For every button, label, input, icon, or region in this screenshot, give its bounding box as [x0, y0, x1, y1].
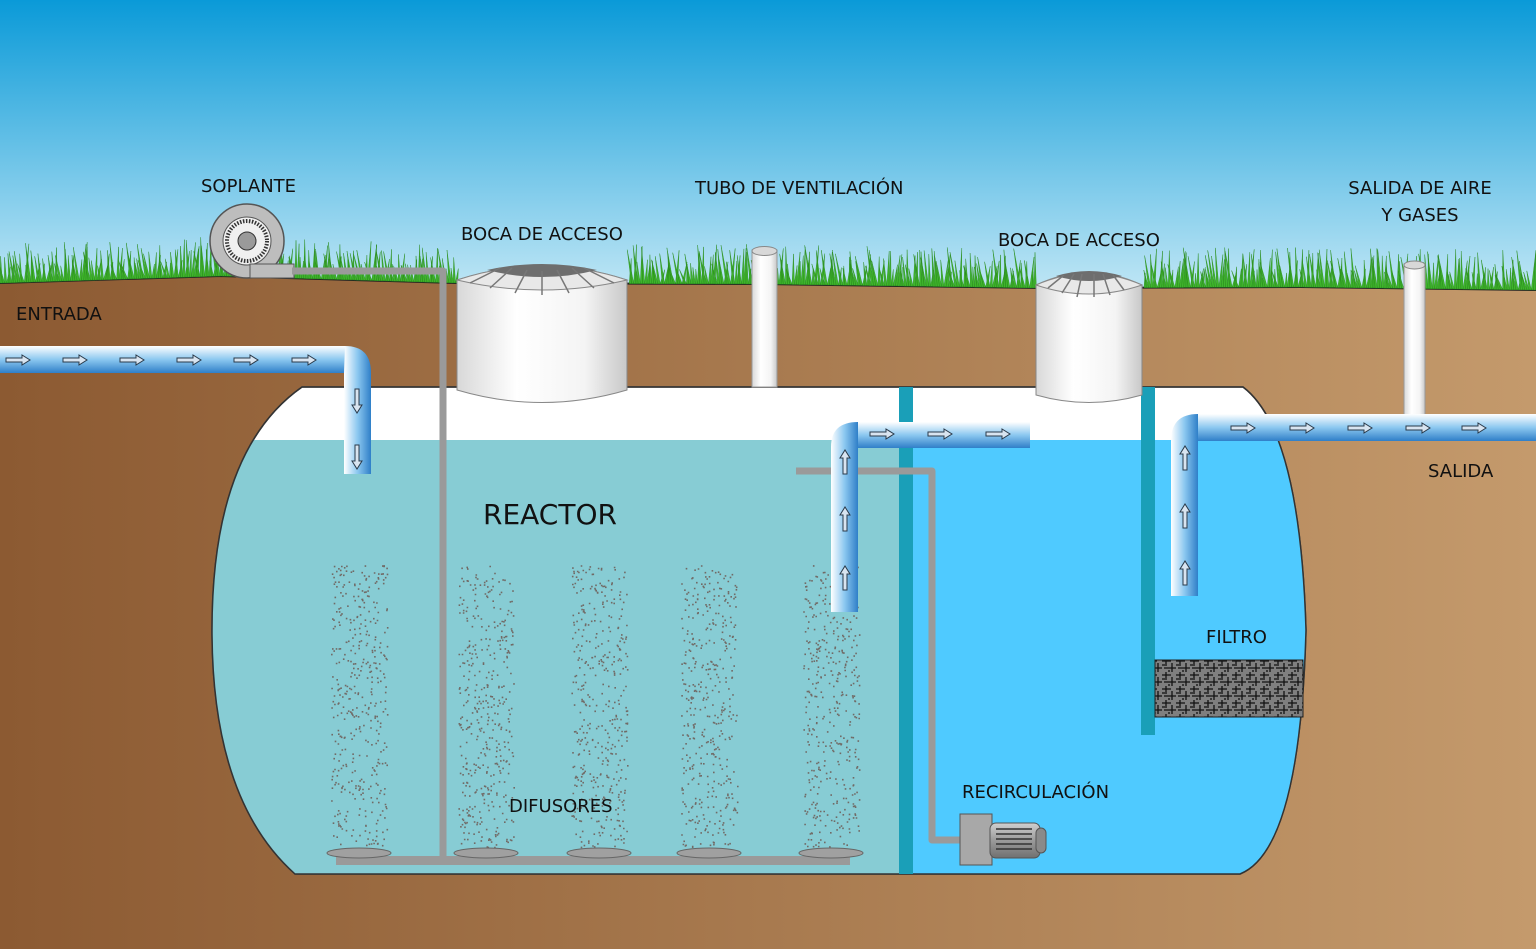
label-boca-acceso-1: BOCA DE ACCESO [461, 224, 623, 245]
blower-icon [209, 203, 295, 279]
flow-arrow-icon [351, 444, 363, 470]
flow-arrow-icon [1179, 503, 1191, 529]
pump-motor-icon [959, 813, 1047, 866]
diffuser-plates [326, 847, 864, 859]
flow-arrow-icon [291, 354, 317, 366]
reactor-water [212, 440, 906, 874]
flow-arrow-icon [1405, 422, 1431, 434]
label-entrada: ENTRADA [16, 304, 102, 325]
flow-arrow-icon [233, 354, 259, 366]
label-salida-aire-line2: Y GASES [1381, 205, 1459, 226]
label-salida-aire-line1: SALIDA DE AIRE [1348, 178, 1492, 199]
flow-arrow-icon [119, 354, 145, 366]
label-filtro: FILTRO [1206, 627, 1267, 648]
inlet-pipe [0, 346, 371, 474]
access-manhole-1 [455, 264, 629, 403]
label-boca-acceso-2: BOCA DE ACCESO [998, 230, 1160, 251]
flow-arrow-icon [927, 428, 953, 440]
flow-arrow-icon [5, 354, 31, 366]
filter-mesh-icon [1154, 659, 1304, 718]
flow-arrow-icon [62, 354, 88, 366]
air-supply-line [292, 267, 447, 860]
flow-arrow-icon [1347, 422, 1373, 434]
label-recirculacion: RECIRCULACIÓN [962, 782, 1110, 803]
flow-arrow-icon [1230, 422, 1256, 434]
recirculation-line [796, 467, 962, 844]
flow-arrow-icon [1179, 445, 1191, 471]
flow-arrow-icon [985, 428, 1011, 440]
flow-arrow-icon [839, 449, 851, 475]
flow-arrow-icon [839, 565, 851, 591]
flow-arrow-icon [1461, 422, 1487, 434]
flow-arrow-icon [1289, 422, 1315, 434]
baffle-wall-1 [899, 387, 913, 874]
baffle-wall-2 [1141, 387, 1155, 735]
access-manhole-2 [1034, 271, 1144, 403]
clarifier-water [906, 440, 1306, 874]
air-outlet-pipe [1403, 260, 1426, 418]
grass [0, 237, 1536, 291]
label-soplante: SOPLANTE [201, 176, 297, 197]
bubble-column [681, 565, 739, 848]
label-difusores: DIFUSORES [509, 796, 613, 817]
label-salida-aire: SALIDA DE AIRE Y GASES [1340, 180, 1500, 225]
bubble-column [803, 565, 861, 848]
label-reactor: REACTOR [483, 498, 617, 531]
label-salida: SALIDA [1428, 461, 1494, 482]
flow-arrow-icon [351, 388, 363, 414]
flow-arrow-icon [1179, 560, 1191, 586]
flow-arrow-icon [869, 428, 895, 440]
label-tubo-ventilacion: TUBO DE VENTILACIÓN [695, 178, 904, 199]
diffuser-header-pipe [336, 856, 850, 865]
air-bubbles-icon [331, 565, 861, 849]
flow-arrow-icon [839, 506, 851, 532]
ventilation-pipe [751, 246, 778, 388]
bubble-column [571, 565, 629, 849]
grass-blades [0, 237, 1536, 291]
bubble-column [458, 565, 515, 849]
bubble-column [331, 565, 389, 847]
flow-arrow-icon [176, 354, 202, 366]
flow-arrows [5, 354, 1487, 591]
